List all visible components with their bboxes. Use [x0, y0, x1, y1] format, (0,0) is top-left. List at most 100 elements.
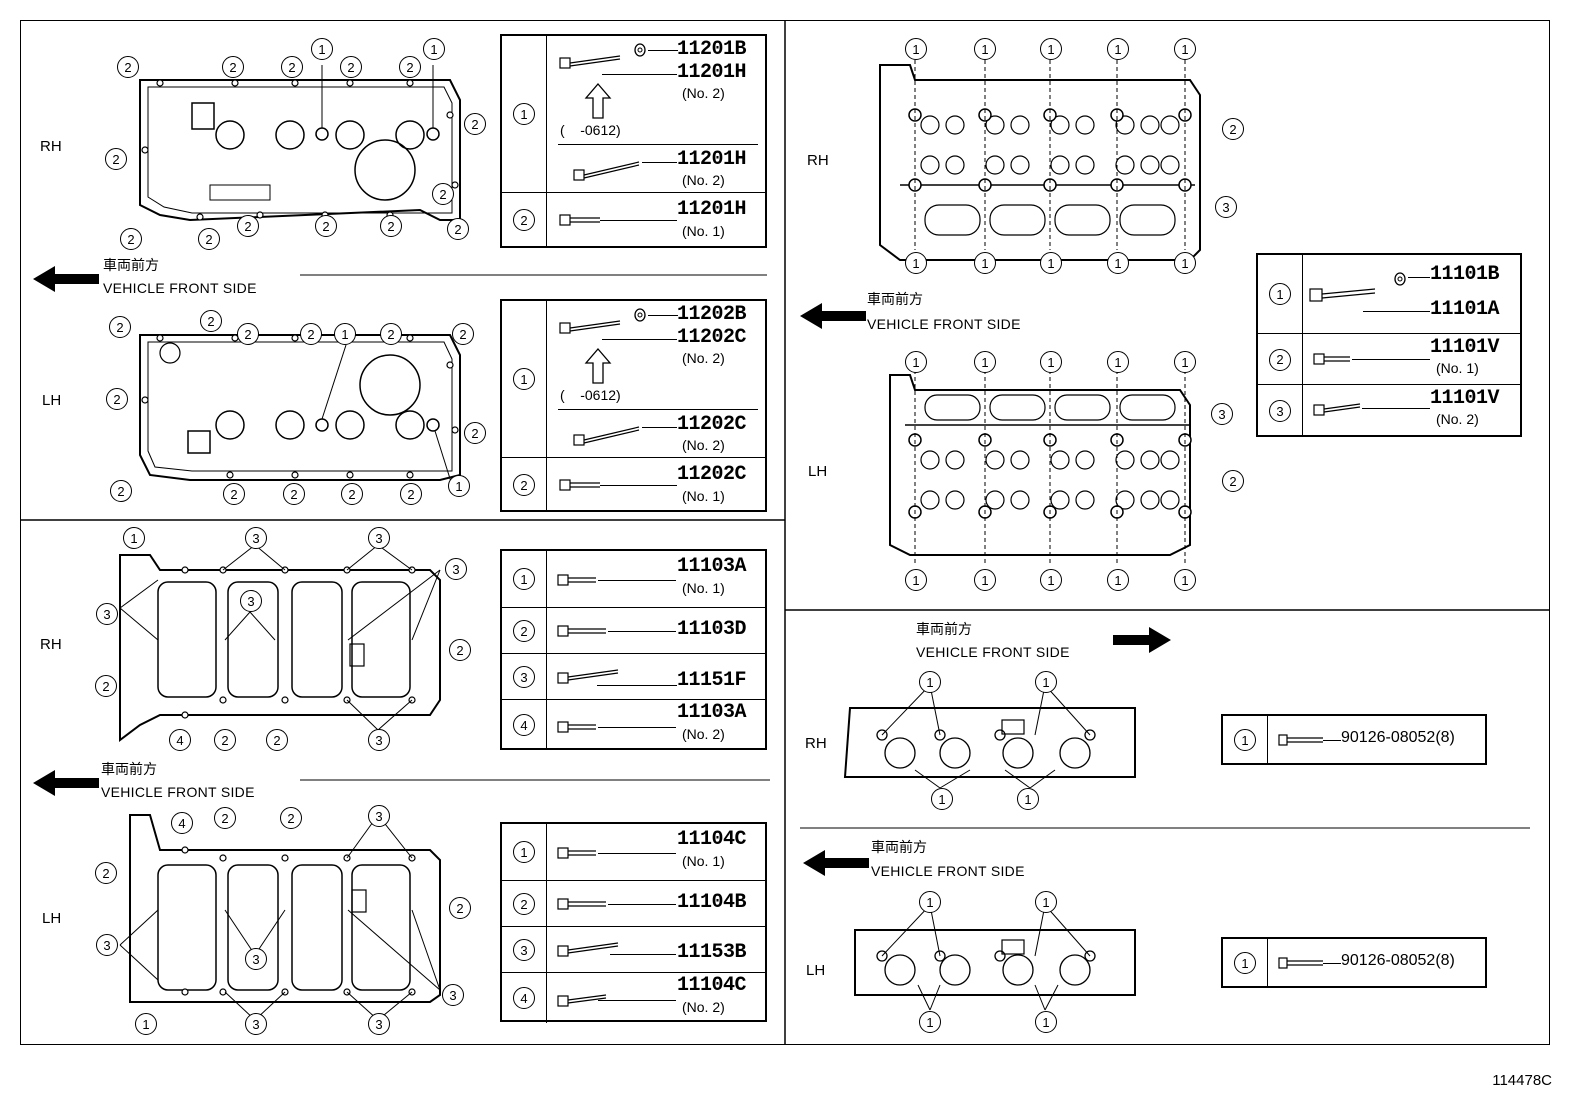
callout-3: 3: [368, 1013, 390, 1035]
bolt-icon: [557, 898, 606, 910]
callout-1: 1: [974, 569, 996, 591]
rh-label-head: RH: [807, 152, 829, 169]
callout-1: 1: [1107, 38, 1129, 60]
front-label-en: VEHICLE FRONT SIDE: [103, 280, 257, 296]
callout-1: 1: [919, 1011, 941, 1033]
callout-2: 2: [281, 56, 303, 78]
callout-2: 2: [449, 639, 471, 661]
callout-1: 1: [1107, 569, 1129, 591]
front-label-jp: 車両前方: [103, 258, 159, 274]
callout-1: 1: [1040, 252, 1062, 274]
callout-2: 2: [400, 483, 422, 505]
cylinder-head-top-view: [879, 60, 1201, 565]
callout-1: 1: [1174, 351, 1196, 373]
callout-1: 1: [905, 569, 927, 591]
callout-2: 2: [95, 675, 117, 697]
lh-label-head: LH: [808, 463, 828, 480]
callout-1: 1: [448, 475, 470, 497]
callout-1: 1: [1174, 569, 1196, 591]
camshaft-housing-side-view: [843, 684, 1136, 1011]
washer-icon: [634, 43, 646, 57]
front-label-jp: 車両前方: [867, 292, 923, 308]
bolt-icon: [559, 214, 600, 226]
up-arrow-icon: [584, 348, 612, 384]
bolt-icon: [557, 721, 596, 733]
callout-2: 2: [315, 215, 337, 237]
callout-1: 1: [974, 38, 996, 60]
callout-2: 2: [198, 228, 220, 250]
callout-1: 1: [1035, 671, 1057, 693]
callout-2: 2: [120, 228, 142, 250]
bolt-icon: [557, 625, 606, 637]
callout-2: 2: [214, 807, 236, 829]
callout-1: 1: [311, 38, 333, 60]
bolt-icon: [1313, 403, 1361, 416]
callout-3: 3: [442, 984, 464, 1006]
arrow-left-icon: [800, 303, 866, 329]
bolt-icon: [557, 994, 607, 1007]
callout-1: 1: [931, 788, 953, 810]
callout-1: 1: [123, 527, 145, 549]
bolt-icon: [1278, 734, 1323, 746]
parts-table-cam-rh: 1 90126-08052(8): [1221, 714, 1487, 765]
front-label-jp: 車両前方: [871, 840, 927, 856]
callout-2: 2: [117, 56, 139, 78]
callout-3: 3: [245, 1013, 267, 1035]
callout-1: 1: [1040, 351, 1062, 373]
callout-2: 2: [399, 56, 421, 78]
bolt-icon: [1278, 957, 1323, 969]
bolt-icon: [573, 426, 640, 446]
callout-2: 2: [452, 323, 474, 345]
arrow-left-icon: [803, 850, 869, 876]
callout-1: 1: [974, 252, 996, 274]
callout-2: 2: [341, 483, 363, 505]
callout-1: 1: [905, 351, 927, 373]
bolt-icon: [557, 669, 619, 684]
bolt-icon: [1313, 353, 1350, 365]
front-label-en: VEHICLE FRONT SIDE: [101, 784, 255, 800]
callout-1: 1: [1107, 252, 1129, 274]
callout-1: 1: [905, 38, 927, 60]
arrow-left-icon: [33, 770, 99, 796]
callout-3: 3: [1215, 196, 1237, 218]
callout-2: 2: [380, 323, 402, 345]
washer-icon: [1394, 272, 1406, 286]
callout-2: 2: [380, 215, 402, 237]
callout-1: 1: [1174, 38, 1196, 60]
callout-2: 2: [109, 316, 131, 338]
callout-1: 1: [1035, 1011, 1057, 1033]
callout-3: 3: [368, 805, 390, 827]
callout-3: 3: [245, 948, 267, 970]
callout-1: 1: [1174, 252, 1196, 274]
callout-1: 1: [1040, 38, 1062, 60]
callout-2: 2: [95, 862, 117, 884]
bolt-icon: [557, 942, 619, 957]
front-label-jp: 車両前方: [101, 762, 157, 778]
callout-2: 2: [106, 388, 128, 410]
callout-1: 1: [1017, 788, 1039, 810]
callout-2: 2: [464, 113, 486, 135]
callout-2: 2: [464, 422, 486, 444]
parts-table-head-bolts: 1 11101B 11101A 2 11101V (No. 1) 3 11101…: [1256, 253, 1522, 437]
ladder-frame-drawing: [119, 544, 441, 1021]
callout-2: 2: [223, 483, 245, 505]
front-label-jp: 車両前方: [916, 622, 972, 638]
bolt-icon: [557, 574, 596, 586]
callout-1: 1: [1107, 351, 1129, 373]
lh-label-cam: LH: [806, 962, 826, 979]
callout-3: 3: [445, 558, 467, 580]
callout-2: 2: [449, 897, 471, 919]
callout-2: 2: [280, 807, 302, 829]
callout-2: 2: [283, 483, 305, 505]
lh-label-cover: LH: [42, 392, 62, 409]
callout-2: 2: [447, 218, 469, 240]
parts-table-lh-frame: 1 11104C (No. 1) 2 11104B 3 11153B 4 111…: [500, 822, 767, 1023]
rh-label-cam: RH: [805, 735, 827, 752]
up-arrow-icon: [584, 83, 612, 119]
callout-2: 2: [214, 729, 236, 751]
washer-icon: [634, 308, 646, 322]
callout-3: 3: [368, 527, 390, 549]
callout-3: 3: [240, 590, 262, 612]
callout-2: 2: [432, 183, 454, 205]
callout-2: 2: [237, 215, 259, 237]
